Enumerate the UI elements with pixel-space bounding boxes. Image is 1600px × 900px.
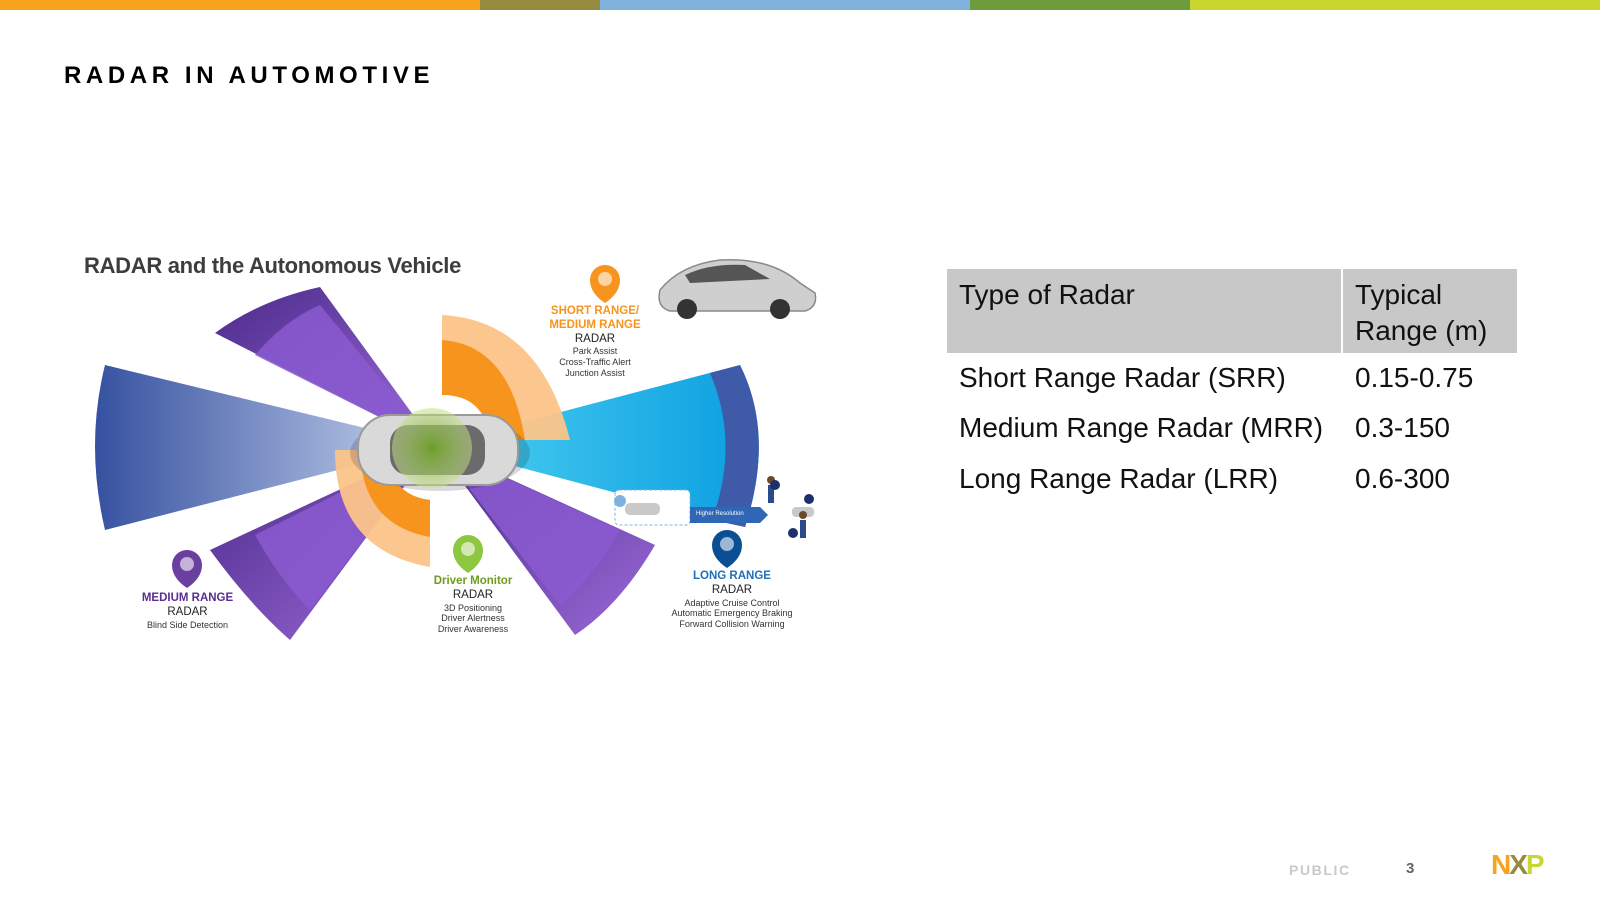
- header-type: Type of Radar: [947, 269, 1343, 353]
- short-medium-heading-2: MEDIUM RANGE: [549, 318, 641, 331]
- top-color-bar: [0, 0, 1600, 10]
- driver-monitor-heading: Driver Monitor: [433, 575, 513, 587]
- radar-coverage-illustration: [95, 258, 817, 640]
- slide-title: RADAR IN AUTOMOTIVE: [64, 62, 435, 89]
- pedestrian-icons: [767, 476, 814, 538]
- cell-range: 0.3-150: [1355, 412, 1450, 444]
- lrr-front-edge: [710, 365, 759, 527]
- lrr-front-beam: [435, 365, 759, 527]
- table-row: Short Range Radar (SRR) 0.15-0.75: [947, 352, 1517, 404]
- short-medium-radar: RADAR: [574, 332, 616, 345]
- short-medium-heading-1: SHORT RANGE/: [550, 305, 640, 317]
- label-driver-monitor: Driver Monitor RADAR 3D Positioning Driv…: [413, 575, 533, 635]
- radar-figure: RADAR and the Autonomous Vehicle SHORT R…: [80, 245, 850, 665]
- bar-segment-lime: [1190, 0, 1600, 10]
- medium-radar: RADAR: [167, 605, 208, 618]
- srr-front-inner: [442, 340, 525, 440]
- bar-segment-green: [970, 0, 1190, 10]
- radar-range-table: Type of Radar Typical Range (m) Short Ra…: [947, 269, 1517, 506]
- long-feature: Adaptive Cruise Control: [684, 597, 780, 608]
- driver-monitor-feature: Driver Awareness: [437, 624, 509, 635]
- figure-title: RADAR and the Autonomous Vehicle: [84, 253, 462, 278]
- nxp-logo: NXP: [1491, 850, 1561, 880]
- silver-car-image: [658, 258, 817, 319]
- pin-driver-monitor: [453, 535, 483, 573]
- lrr-rear-beam: [95, 365, 435, 530]
- page-number: 3: [1406, 860, 1415, 877]
- long-feature: Forward Collision Warning: [679, 619, 785, 630]
- cell-range: 0.15-0.75: [1355, 361, 1474, 393]
- cell-type: Medium Range Radar (MRR): [947, 403, 1343, 455]
- mrr-rear-top-inner: [255, 305, 435, 445]
- label-long: LONG RANGE RADAR Adaptive Cruise Control…: [662, 570, 802, 630]
- classification-label: PUBLIC: [1289, 862, 1351, 878]
- logo-letter-n: N: [1491, 849, 1511, 880]
- short-medium-feature: Park Assist: [572, 346, 618, 357]
- label-medium: MEDIUM RANGE RADAR Blind Side Detection: [130, 592, 245, 630]
- long-heading: LONG RANGE: [693, 570, 771, 582]
- cell-type: Short Range Radar (SRR): [947, 352, 1343, 404]
- cell-type: Long Range Radar (LRR): [947, 454, 1343, 506]
- pin-long: [712, 530, 742, 568]
- pin-short-medium: [590, 265, 620, 303]
- header-range: Typical Range (m): [1342, 269, 1517, 353]
- cell-range: 0.6-300: [1355, 463, 1450, 495]
- driver-monitor-feature: Driver Alertness: [441, 613, 505, 624]
- label-short-medium: SHORT RANGE/ MEDIUM RANGE RADAR Park Ass…: [540, 305, 650, 379]
- table-row: Long Range Radar (LRR) 0.6-300: [947, 454, 1517, 506]
- driver-monitor-feature: 3D Positioning: [443, 602, 503, 613]
- logo-letter-x: X: [1509, 849, 1528, 880]
- short-medium-feature: Junction Assist: [565, 367, 625, 378]
- medium-feature: Blind Side Detection: [146, 619, 229, 630]
- table-header-row: Type of Radar Typical Range (m): [947, 269, 1517, 353]
- bar-segment-olive: [480, 0, 600, 10]
- medium-heading: MEDIUM RANGE: [141, 592, 234, 604]
- logo-letter-p: P: [1525, 849, 1545, 880]
- short-medium-feature: Cross-Traffic Alert: [559, 357, 631, 368]
- higher-resolution-label: Higher Resolution: [696, 511, 744, 517]
- long-radar: RADAR: [711, 583, 753, 596]
- long-feature: Automatic Emergency Braking: [671, 608, 793, 619]
- driver-monitor-zone: [392, 408, 472, 488]
- bar-segment-orange: [0, 0, 480, 10]
- bar-segment-blue: [600, 0, 970, 10]
- higher-resolution-inset: [614, 489, 768, 526]
- srr-front-arc: [442, 315, 570, 440]
- driver-monitor-radar: RADAR: [452, 588, 494, 601]
- table-row: Medium Range Radar (MRR) 0.3-150: [947, 403, 1517, 455]
- pin-medium: [172, 550, 202, 588]
